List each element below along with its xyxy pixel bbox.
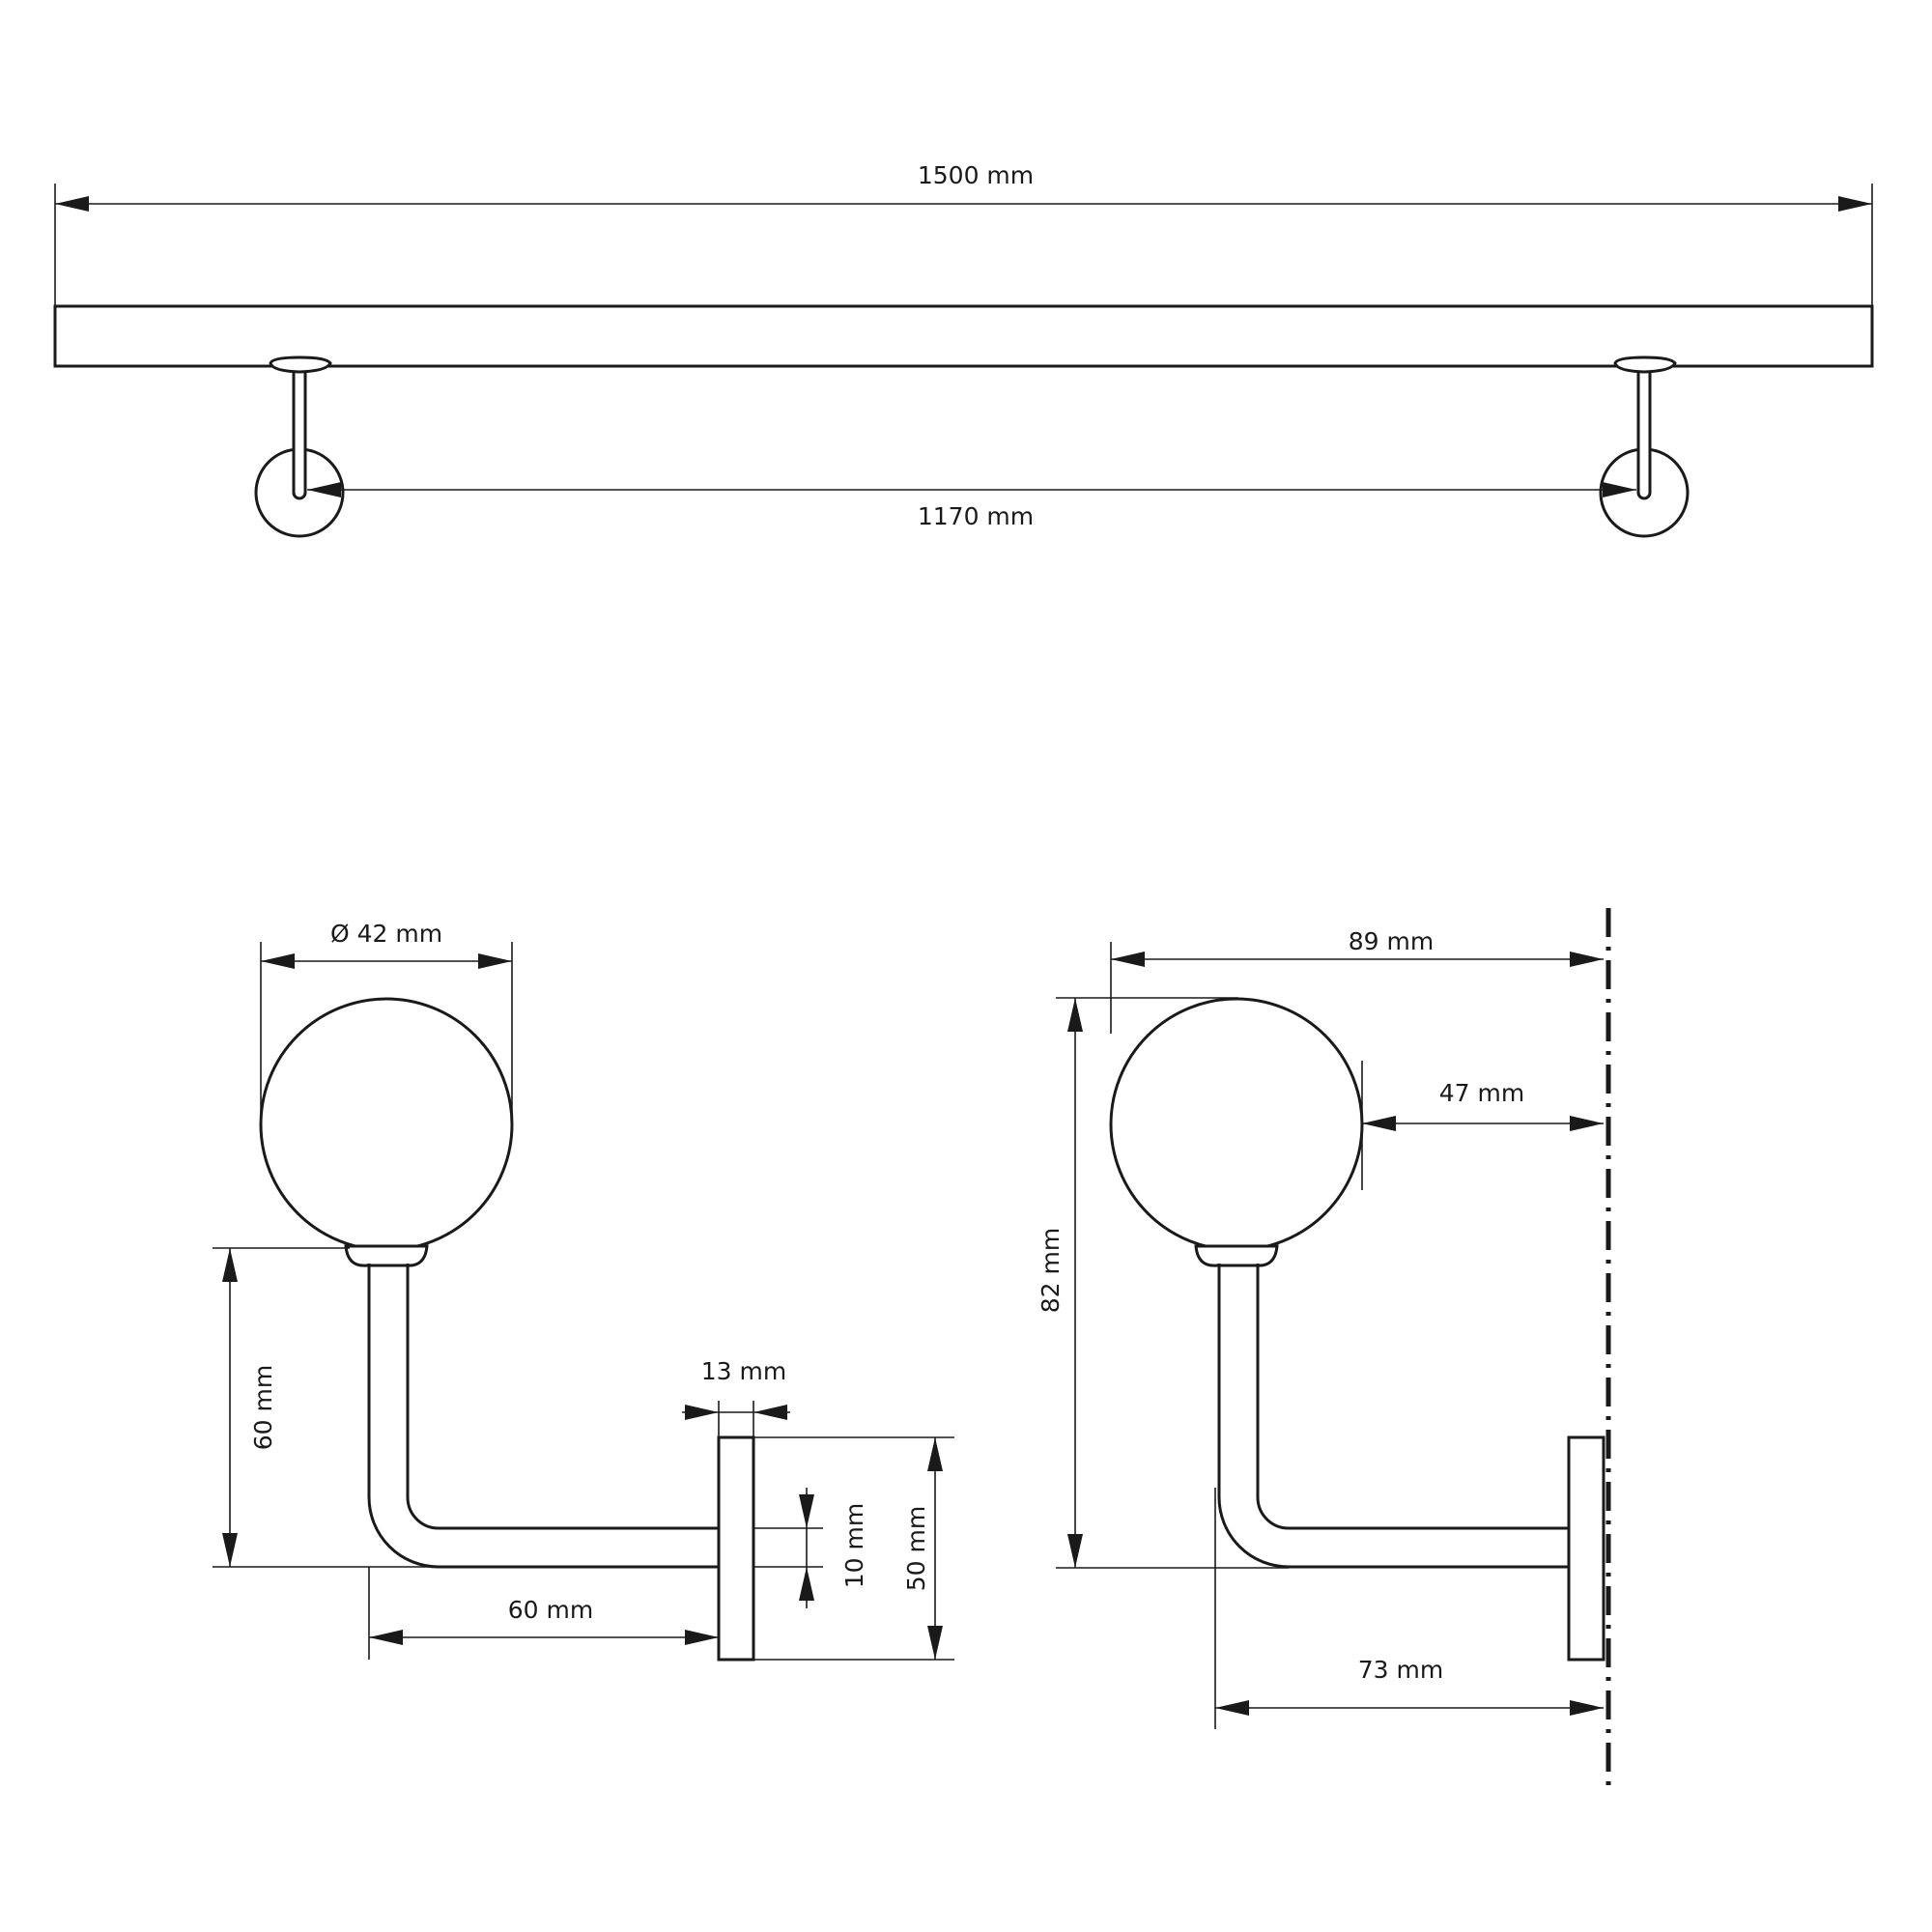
bracket-height-label: 60 mm <box>249 1365 277 1450</box>
bracket-rod <box>367 1264 721 1569</box>
right-bracket <box>1599 355 1690 538</box>
bracket-reach-label: 60 mm <box>508 1596 593 1624</box>
total-length-label: 1500 mm <box>918 161 1034 189</box>
rail-to-wall-outer-label: 89 mm <box>1349 927 1434 955</box>
wall-plate <box>717 1435 755 1662</box>
wall-view: 89 mm 47 mm 82 mm 73 mm <box>1037 908 1611 1789</box>
top-view: 1500 mm 1170 mm <box>53 161 1874 538</box>
rod-thickness-label: 10 mm <box>840 1503 868 1588</box>
side-view: Ø 42 mm 60 mm 60 mm 13 mm 10 mm <box>213 920 954 1662</box>
rail-cross-section <box>259 997 514 1252</box>
rail-diameter-label: Ø 42 mm <box>330 920 442 948</box>
bracket-spacing-label: 1170 mm <box>918 502 1034 530</box>
bracket-to-wall-label: 73 mm <box>1358 1656 1443 1684</box>
total-height-label: 82 mm <box>1037 1228 1065 1313</box>
plate-thickness-label: 13 mm <box>701 1357 786 1385</box>
wall-plate-wall <box>1567 1435 1605 1662</box>
left-bracket <box>254 355 345 538</box>
rail-cross-section-wall <box>1109 997 1364 1252</box>
bracket-rod-wall <box>1217 1264 1571 1569</box>
handrail-bar <box>53 304 1874 368</box>
rail-to-wall-gap-label: 47 mm <box>1439 1079 1524 1107</box>
plate-height-label: 50 mm <box>902 1506 930 1591</box>
